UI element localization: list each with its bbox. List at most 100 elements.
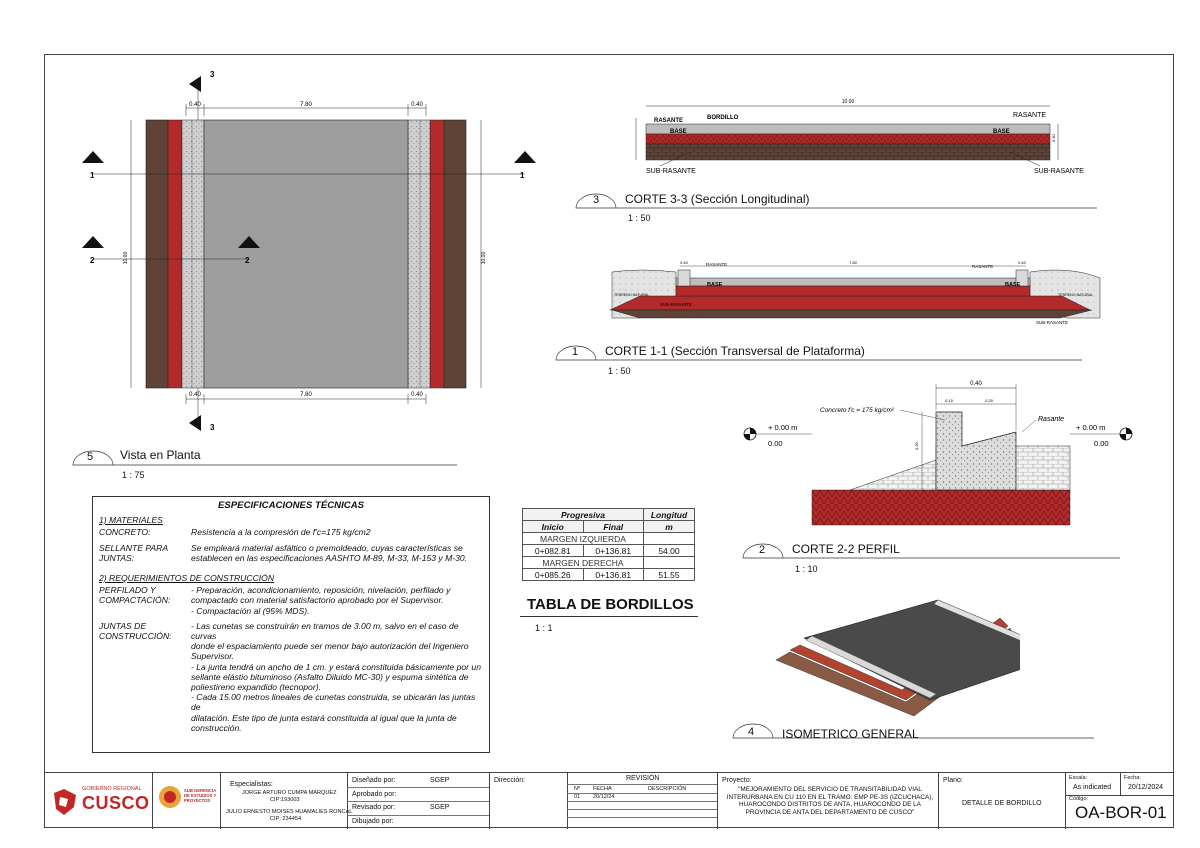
plan-dim-side-left-top: 0.40 <box>189 102 201 108</box>
iso-view-number: 4 <box>748 726 755 738</box>
trans-dim-right: 0.40 <box>1018 260 1027 265</box>
section-mark-3-bottom: 3 <box>210 423 215 432</box>
specs-materials-header: 1) MATERIALES <box>99 515 163 526</box>
spec-sellante-value: Se empleará material asfáltico o premold… <box>191 542 468 563</box>
proyecto-value: "MEJORAMIENTO DEL SERVICIO DE TRANSITABI… <box>726 786 934 816</box>
profile-level-left: + 0.00 m <box>768 423 797 432</box>
aprobado-label: Aprobado por: <box>352 791 397 798</box>
specs-title: ESPECIFICACIONES TÉCNICAS <box>217 500 365 511</box>
trans-base-left: BASE <box>707 282 723 288</box>
curb-table-header-longitud: Longitud <box>643 508 695 521</box>
plan-dim-center-bottom: 7.80 <box>300 392 312 398</box>
seal-icon <box>159 786 181 808</box>
trans-view-scale: 1 : 50 <box>608 366 631 376</box>
trans-view-title: CORTE 1-1 (Sección Transversal de Plataf… <box>605 344 865 358</box>
curb-table-header-progresiva: Progresiva <box>522 508 644 521</box>
trans-subrasante-left: SUB-RASANTE <box>660 302 692 307</box>
plano-label: Plano: <box>943 777 963 784</box>
direccion-label: Dirección: <box>494 777 526 784</box>
plan-dim-side-right-bottom: 0.40 <box>411 392 423 398</box>
disenado-label: Diseñado por: <box>352 777 396 784</box>
long-subrasante-left: SUB-RASANTE <box>646 168 696 175</box>
trans-title-bubble <box>555 345 1082 361</box>
trans-terreno-left: TERRENO NATURAL <box>614 293 649 297</box>
revision-label: REVISIÓN <box>626 775 660 782</box>
long-base-left: BASE <box>670 129 687 135</box>
profile-level-left-2: 0.00 <box>768 439 783 448</box>
seal-text: SUB GERENCIA DE ESTUDIOS Y PROYECTOS <box>184 788 217 803</box>
plan-dim-center-top: 7.80 <box>300 102 312 108</box>
section-mark-1-right: 1 <box>520 171 525 180</box>
trans-view-number: 1 <box>572 346 579 358</box>
long-base-right: BASE <box>993 129 1010 135</box>
profile-view-scale: 1 : 10 <box>795 564 818 574</box>
trans-base-right: BASE <box>1005 282 1021 288</box>
especialistas-label: Especialistas: <box>230 781 273 788</box>
spec-concreto-value: Resistencia a la compresión de f'c=175 k… <box>191 527 371 538</box>
long-view-scale: 1 : 50 <box>628 213 651 223</box>
revisado-value: SGEP <box>430 804 450 811</box>
dibujado-label: Dibujado por: <box>352 818 394 825</box>
isometric-view <box>775 599 1020 717</box>
plan-dim-side-left-bottom: 0.40 <box>189 392 201 398</box>
long-rasante-right: RASANTE <box>1013 112 1046 119</box>
profile-title-bubble <box>742 543 1120 559</box>
logo-text: CUSCO <box>82 793 150 813</box>
trans-subrasante-right: SUB-RASANTE <box>1036 320 1068 325</box>
table-cell: 0+136.81 <box>582 544 644 557</box>
profile-level-right: + 0.00 m <box>1076 423 1105 432</box>
title-block: GOBIERNO REGIONAL CUSCO SUB GERENCIA DE … <box>44 772 1174 829</box>
spec-juntas-value: - Las cunetas se construirán en tramos d… <box>191 620 481 733</box>
rev-desc-header: DESCRIPCIÓN <box>648 786 687 792</box>
plan-view-scale: 1 : 75 <box>122 470 145 480</box>
spec-juntas-label: JUNTAS DE CONSTRUCCIÓN: <box>99 620 172 642</box>
spec-concreto-label: CONCRETO: <box>99 527 151 538</box>
rev-n-header: Nº <box>574 786 580 792</box>
section-mark-3-top: 3 <box>210 70 215 79</box>
plan-title-bubble <box>72 450 457 466</box>
drawing-frame <box>44 54 1174 828</box>
long-subrasante-right: SUB-RASANTE <box>1034 168 1084 175</box>
table-cell: 0+136.81 <box>582 568 644 581</box>
trans-dim-left: 0.40 <box>680 260 689 265</box>
table-cell: 54.00 <box>643 544 695 557</box>
especialista-1-cip: CIP:193003 <box>270 797 300 803</box>
profile-concrete: Concreto f'c = 175 kg/cm² <box>820 407 895 414</box>
section-mark-1-left: 1 <box>90 171 95 180</box>
sgep-logo: SUB GERENCIA DE ESTUDIOS Y PROYECTOS <box>158 783 220 819</box>
curb-table-header-final: Final <box>582 520 644 533</box>
curb-table-scale: 1 : 1 <box>535 623 553 633</box>
profile-rasante: Rasante <box>1038 416 1064 423</box>
spec-sellante-label: SELLANTE PARA JUNTAS: <box>99 542 169 563</box>
profile-w2: 0.25 <box>985 398 994 403</box>
revisado-label: Revisado por: <box>352 804 396 811</box>
long-rasante-left: RASANTE <box>654 118 683 124</box>
specs-construction-header: 2) REQUERIMIENTOS DE CONSTRUCCIÓN <box>99 573 275 584</box>
section-mark-2-left: 2 <box>90 256 95 265</box>
curb-table: Progresiva Longitud Inicio Final m MARGE… <box>522 508 695 581</box>
trans-rasante-right: RASANTE <box>972 264 993 269</box>
curb-group-right: MARGEN DERECHA <box>522 556 644 569</box>
section-mark-2-right: 2 <box>245 256 250 265</box>
proyecto-label: Proyecto: <box>722 777 752 784</box>
curb-table-title-rule <box>520 616 698 617</box>
plano-value: DETALLE DE BORDILLO <box>962 800 1042 807</box>
long-view-number: 3 <box>593 194 600 206</box>
curb-table-header-inicio: Inicio <box>522 520 584 533</box>
table-cell: 51.55 <box>643 568 695 581</box>
disenado-value: SGEP <box>430 777 450 784</box>
escala-value: As indicated <box>1073 784 1112 791</box>
iso-title-bubble <box>732 723 1094 739</box>
fecha-label: Fecha: <box>1124 775 1141 781</box>
profile-view-title: CORTE 2-2 PERFIL <box>792 542 900 556</box>
profile-width: 0.40 <box>970 381 982 387</box>
technical-specs: ESPECIFICACIONES TÉCNICAS 1) MATERIALES … <box>92 496 490 753</box>
plan-view: 0.40 7.80 0.40 0.40 7.80 0.40 10.00 10.0… <box>82 70 536 432</box>
long-title-bubble <box>575 193 1097 209</box>
rev-fecha-header: FECHA <box>593 786 612 792</box>
logo-top-text: GOBIERNO REGIONAL <box>82 786 142 792</box>
rev-row-fecha: 20/12/24 <box>593 794 615 800</box>
curb-group-left: MARGEN IZQUIERDA <box>522 532 644 545</box>
plan-dim-height-right: 10.00 <box>481 252 487 265</box>
profile-w1: 0.15 <box>945 398 954 403</box>
